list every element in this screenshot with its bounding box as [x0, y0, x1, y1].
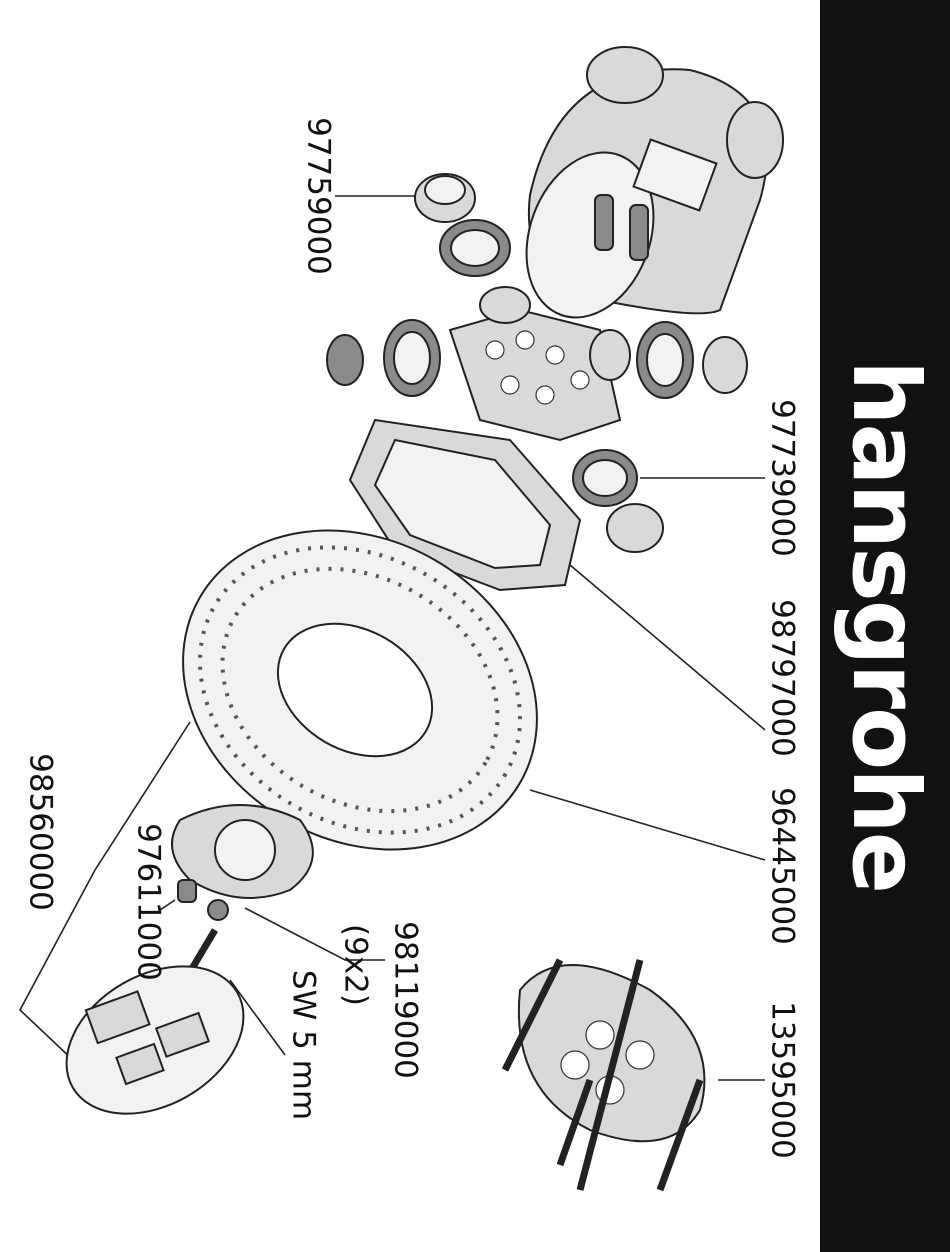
leader-98797000	[570, 565, 765, 730]
part-quantity: (9x2)	[340, 924, 371, 1006]
part-number-13595000: 13595000	[767, 1001, 798, 1159]
part-number-97739000: 97739000	[767, 399, 798, 557]
tool-size-label: SW 5 mm	[288, 970, 319, 1120]
leader-96445000	[530, 790, 765, 860]
part-number-97611000: 97611000	[133, 823, 164, 981]
fitting-nut-side	[573, 450, 663, 552]
fitting-nut-top	[415, 174, 510, 276]
part-number-98797000: 98797000	[767, 599, 798, 757]
cartridge	[172, 805, 313, 972]
part-number-98119000: 98119000	[390, 921, 421, 1079]
part-number-98560000: 98560000	[25, 753, 56, 911]
rough-in-box	[505, 47, 783, 335]
part-number-96445000: 96445000	[767, 787, 798, 945]
part-number-97759000: 97759000	[303, 117, 334, 275]
trim-assembly	[505, 960, 704, 1190]
